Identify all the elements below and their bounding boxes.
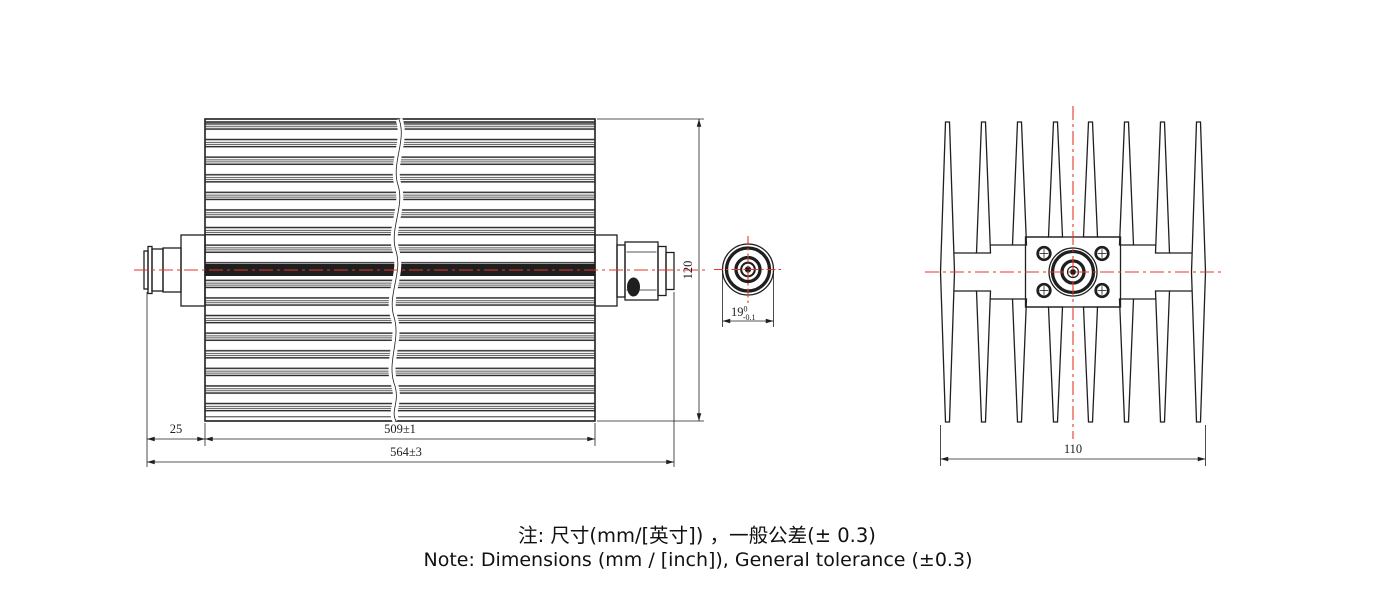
dim-text-25: 25 [170, 422, 183, 436]
note-chinese: 注: 尺寸(mm/[英寸]) ，一般公差(± 0.3) [518, 524, 876, 547]
face-view-crosshair [714, 236, 782, 303]
fin-bottom-3 [1011, 298, 1028, 423]
fin-bottom-7 [1154, 290, 1171, 423]
side-view-dimensions: 25 509±1 564±3 120 [146, 118, 704, 467]
fin-bottom-4 [1047, 306, 1064, 423]
fin-top-7 [1154, 121, 1171, 254]
fin-outer-left [939, 121, 956, 423]
fin-top-3 [1011, 121, 1028, 246]
heatsink-end-view: 110 [925, 106, 1221, 466]
fin-top-2 [975, 121, 992, 254]
fin-top-4 [1047, 121, 1064, 238]
dim-text-509: 509±1 [384, 422, 416, 436]
note-english: Note: Dimensions (mm / [inch]), General … [424, 549, 973, 571]
screw-hole-bottom-left [1036, 282, 1052, 299]
fin-bottom-2 [975, 290, 992, 423]
fin-outer-right [1190, 121, 1207, 423]
notes: 注: 尺寸(mm/[英寸]) ，一般公差(± 0.3) Note: Dimens… [424, 524, 973, 571]
screw-holes [1036, 245, 1110, 299]
dim-text-120: 120 [681, 261, 695, 280]
right-connector-ring [616, 244, 626, 298]
connector-face-view: 190-0.1 [714, 236, 782, 327]
fin-top-5 [1082, 121, 1099, 238]
fin-bottom-5 [1082, 306, 1099, 423]
fin-top-6 [1118, 121, 1135, 246]
side-view: 25 509±1 564±3 120 [134, 117, 706, 467]
right-connector [594, 234, 675, 307]
right-connector-cap [657, 245, 667, 297]
right-connector-tip [665, 251, 675, 291]
screw-hole-bottom-right [1094, 282, 1110, 299]
drawing-root: 25 509±1 564±3 120 [134, 106, 1221, 571]
dim-text-19: 190-0.1 [731, 305, 756, 323]
break-line [391, 118, 402, 422]
flange-connector-center-pin [1070, 269, 1076, 275]
face-center-pin [744, 266, 752, 273]
dim-text-110: 110 [1064, 442, 1082, 456]
screw-hole-top-left [1036, 245, 1052, 262]
right-connector-hole [627, 277, 640, 297]
dim-text-564: 564±3 [390, 445, 422, 459]
face-view-dimension: 190-0.1 [722, 273, 774, 327]
fin-bottom-6 [1118, 298, 1135, 423]
end-view-dimension: 110 [940, 425, 1206, 466]
screw-hole-top-right [1094, 245, 1110, 262]
end-view-centerlines [925, 106, 1221, 439]
